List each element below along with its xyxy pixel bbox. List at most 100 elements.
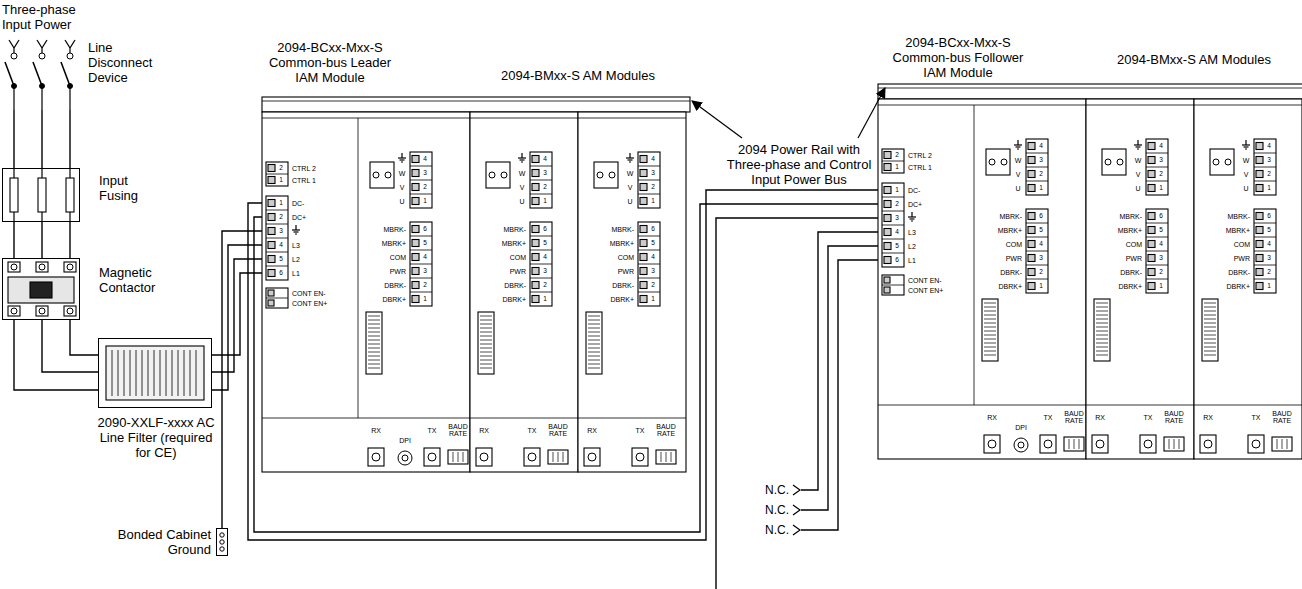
- pin-number: 2: [423, 282, 427, 289]
- baud-switch: [1272, 437, 1292, 451]
- device-label: 2094-BMxx-S AM Modules: [1086, 52, 1302, 67]
- contactor-enable-connector: [268, 300, 274, 306]
- motor-power-connector: [1254, 153, 1276, 154]
- pin-number: 2: [895, 152, 899, 159]
- input-power-connector: [266, 266, 288, 267]
- fiber-port: [1200, 435, 1216, 453]
- io-connector: [1204, 335, 1216, 336]
- fiber-port: [1248, 435, 1264, 453]
- terminal-label: L2: [292, 256, 300, 263]
- brake-connector: [530, 264, 552, 265]
- device-block: Line Disconnect Device: [2, 40, 80, 110]
- wire: [69, 110, 70, 168]
- ground-symbol: [401, 161, 403, 162]
- filter-winding: [148, 350, 149, 396]
- contactor-coil: [30, 282, 52, 298]
- pin-number: 1: [543, 198, 547, 205]
- brake-connector: [1148, 213, 1155, 220]
- drive-module: [262, 112, 470, 472]
- io-connector: [1204, 311, 1216, 312]
- brake-connector: [1146, 279, 1168, 280]
- terminal-label: U: [399, 198, 404, 205]
- io-connector: [1204, 331, 1216, 332]
- brake-connector: [410, 250, 432, 251]
- drive-module: [578, 118, 686, 119]
- io-connector: [984, 331, 996, 332]
- baud-switch: [671, 452, 672, 462]
- dpi-port: [1014, 438, 1028, 452]
- am-module-group: 2094-BMxx-S AM Modules: [1086, 99, 1302, 459]
- ground-symbol: [908, 216, 916, 217]
- brake-connector: [1254, 223, 1276, 224]
- drive-module: [1086, 99, 1194, 459]
- terminal-label: DC-: [908, 187, 920, 194]
- baud-switch: [1174, 439, 1175, 449]
- ground-symbol: [1245, 140, 1246, 145]
- io-connector: [368, 360, 380, 361]
- wire-connector: [14, 110, 70, 168]
- terminal-label: TX: [1044, 414, 1053, 421]
- baud-switch: [1064, 437, 1084, 451]
- terminal-label: DBRK+: [502, 296, 526, 303]
- io-connector: [1096, 351, 1108, 352]
- input-power-connector: [268, 270, 275, 277]
- terminal-label: PWR: [1006, 255, 1022, 262]
- terminal-label: PWR: [618, 268, 634, 275]
- contactor-terminal: [67, 264, 73, 270]
- terminal-label: BAUD RATE: [654, 423, 678, 437]
- io-connector: [1202, 299, 1218, 361]
- motor-power-connector: [1026, 153, 1048, 154]
- io-connector: [368, 316, 380, 317]
- line-disconnect-symbol: [39, 53, 45, 59]
- io-connector: [588, 324, 600, 325]
- baud-switch: [458, 452, 459, 462]
- ground-symbol: [400, 159, 405, 160]
- pin-number: 2: [1267, 269, 1271, 276]
- control-power-connector: [882, 161, 904, 162]
- fiber-port: [1204, 440, 1212, 448]
- contactor-enable-connector: [882, 285, 904, 286]
- drive-module: [470, 112, 578, 472]
- io-connector: [1204, 327, 1216, 328]
- terminal-label: BAUD RATE: [1162, 410, 1186, 424]
- io-connector: [586, 312, 602, 374]
- motor-power-connector: [1256, 171, 1263, 178]
- pin-number: 6: [651, 226, 655, 233]
- dpi-port: [402, 455, 408, 461]
- contactor-terminal: [8, 306, 20, 316]
- drive-module: [578, 418, 686, 419]
- pin-number: 3: [543, 170, 547, 177]
- terminal-label: COM: [1234, 241, 1250, 248]
- io-connector: [480, 344, 492, 345]
- drive-module: [878, 99, 1086, 459]
- ground-bar-hole: [220, 540, 224, 544]
- pin-number: 2: [651, 184, 655, 191]
- brake-connector: [640, 282, 647, 289]
- contactor-enable-connector: [884, 287, 890, 293]
- fiber-port: [480, 453, 488, 461]
- io-connector: [368, 368, 380, 369]
- io-connector: [1204, 355, 1216, 356]
- terminal-label: TX: [428, 427, 437, 434]
- pin-number: 1: [1267, 283, 1271, 290]
- fiber-port: [476, 448, 492, 466]
- terminal-label: W: [1135, 157, 1142, 164]
- motor-power-connector: [1148, 171, 1155, 178]
- io-connector: [368, 324, 380, 325]
- brake-connector: [530, 236, 552, 237]
- terminal-label: DBRK+: [1118, 283, 1142, 290]
- baud-switch: [553, 452, 554, 462]
- input-power-connector: [268, 214, 275, 221]
- baud-switch: [1179, 439, 1180, 449]
- baud-switch: [666, 452, 667, 462]
- terminal-label: COM: [1126, 241, 1142, 248]
- wire-connector: [14, 222, 70, 258]
- input-power-connector: [884, 201, 891, 208]
- wire: [41, 222, 42, 258]
- pin-number: 6: [895, 257, 899, 264]
- input-power-connector: [882, 239, 904, 240]
- ground-symbol: [401, 153, 402, 158]
- fiber-port: [1040, 435, 1056, 453]
- dpi-port: [1018, 442, 1024, 448]
- ground-symbol: [1136, 146, 1141, 147]
